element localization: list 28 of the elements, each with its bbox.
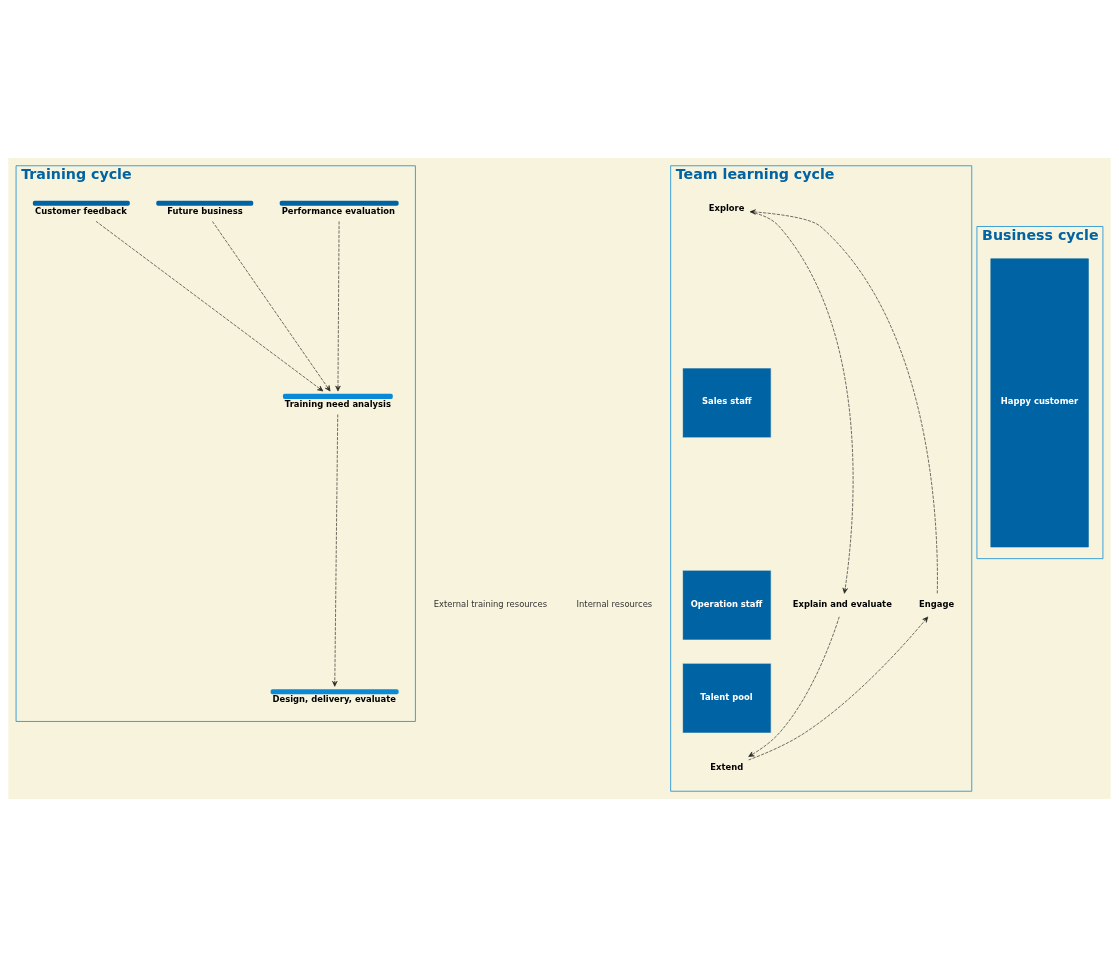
arrow (748, 616, 840, 757)
node-box (32, 200, 130, 206)
arrow (749, 209, 938, 594)
node-label: Training need analysis (284, 399, 391, 410)
node-text: Engage (919, 598, 955, 609)
arrow (749, 211, 854, 594)
node-box (270, 689, 399, 695)
node-label: Customer feedback (35, 205, 127, 216)
node-box (282, 393, 393, 399)
arrow (95, 221, 324, 392)
node-label: Performance evaluation (281, 205, 396, 216)
node-box (156, 200, 254, 206)
arrow (212, 221, 331, 392)
node-label: Future business (167, 205, 243, 216)
label: Internal resources (576, 599, 653, 610)
node-box: Happy customer (990, 258, 1089, 548)
node-text: Explain and evaluate (792, 598, 892, 609)
arrow (748, 616, 929, 761)
node-text: Extend (710, 761, 744, 772)
node-box: Sales staff (682, 367, 772, 439)
node-label: Design, delivery, evaluate (272, 694, 396, 705)
arrow (332, 414, 339, 687)
node-box: Talent pool (682, 662, 772, 734)
node-text: Explore (708, 203, 745, 214)
arrow (335, 221, 341, 392)
label: External training resources (433, 599, 548, 610)
node-box (279, 200, 399, 206)
node-box: Operation staff (682, 569, 772, 641)
